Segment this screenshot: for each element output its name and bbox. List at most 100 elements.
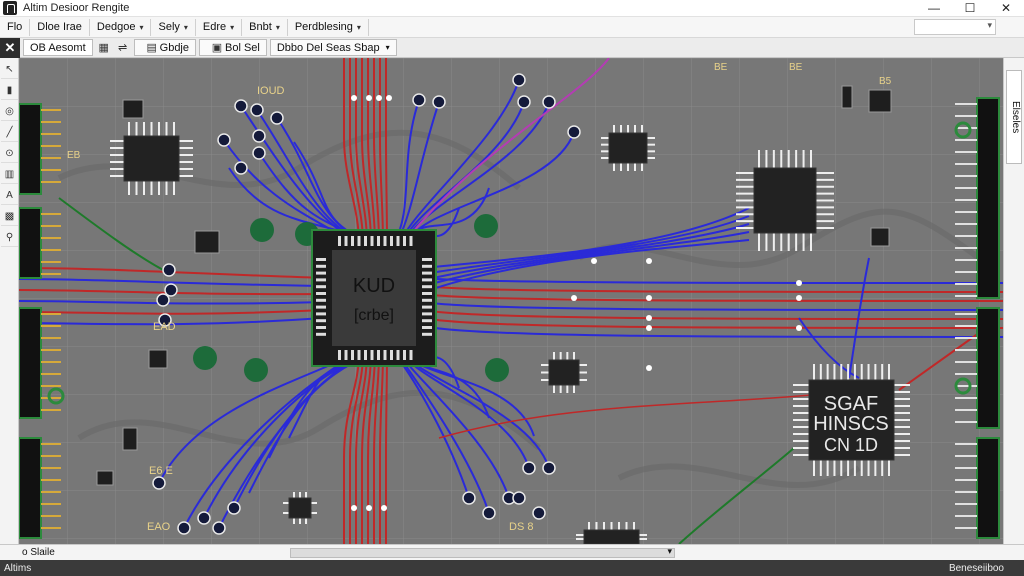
- via: [482, 506, 496, 520]
- left-tool-panel: ↖ ▮ ◎ ╱ ⊙ ▥ A ▩ ⚲: [0, 58, 19, 544]
- menu-edit[interactable]: Edre▾: [196, 18, 243, 36]
- right-connector: [976, 437, 1000, 539]
- cpu-pin: [316, 312, 326, 316]
- pcb-trace: [798, 317, 860, 379]
- layer-tabs-row: o Slaile: [0, 544, 1024, 560]
- ruler-tool-icon[interactable]: ▮: [1, 82, 18, 100]
- pcb-trace: [19, 317, 325, 326]
- cpu-pin: [357, 236, 361, 246]
- via: [432, 95, 446, 109]
- via-pad: [381, 505, 387, 511]
- tab-select[interactable]: ▣Bol Sel: [199, 39, 267, 56]
- properties-panel-tab[interactable]: Elseles: [1006, 70, 1022, 164]
- layers-icon: ▤: [146, 42, 157, 54]
- menu-label: Dedgoe: [96, 20, 136, 33]
- mounting-pad: [193, 346, 217, 370]
- via-tool-icon[interactable]: ⊙: [1, 145, 18, 163]
- pad-tool-icon[interactable]: ◎: [1, 103, 18, 121]
- menu-label: Dloe Irae: [37, 20, 82, 33]
- via: [462, 491, 476, 505]
- pcb-trace: [423, 231, 750, 287]
- left-connector: [19, 207, 42, 279]
- component-tool-icon[interactable]: ▥: [1, 166, 18, 184]
- menu-file[interactable]: Flo: [0, 18, 31, 36]
- via-pad: [351, 95, 357, 101]
- via: [517, 95, 531, 109]
- cpu-pin: [383, 236, 387, 246]
- track-tool-icon[interactable]: ╱: [1, 124, 18, 142]
- ic-body: [123, 135, 180, 182]
- cpu-pin: [316, 305, 326, 309]
- pcb-trace: [399, 79, 520, 244]
- via: [250, 103, 264, 117]
- route-icon[interactable]: ⇌: [118, 42, 128, 54]
- window-controls: — ☐ ✕: [916, 0, 1024, 16]
- pcb-trace: [423, 301, 1003, 311]
- via-pad: [366, 505, 372, 511]
- cpu-pin: [422, 332, 432, 336]
- cpu-pin: [316, 278, 326, 282]
- menu-preferences[interactable]: Perdblesing▾: [288, 18, 369, 36]
- layer-label[interactable]: o Slaile: [22, 547, 55, 558]
- horizontal-scrollbar[interactable]: [290, 546, 675, 558]
- menu-label: Flo: [7, 20, 23, 33]
- cpu-pin: [422, 278, 432, 282]
- tab-label: Gbdje: [159, 41, 189, 54]
- close-document-button[interactable]: ✕: [0, 37, 20, 58]
- ic-body: [548, 359, 580, 386]
- pcb-trace: [423, 207, 750, 269]
- via-pad: [591, 258, 597, 264]
- cpu-pin: [422, 326, 432, 329]
- via: [512, 491, 526, 505]
- tab-pcb-document[interactable]: OB Aesomt: [23, 39, 93, 56]
- menu-bar: Flo Dloe Irae Dedgoe▾ Sely▾ Edre▾ Bnbt▾ …: [0, 17, 1024, 38]
- smd-component: [122, 427, 138, 451]
- pcb-trace: [678, 447, 795, 544]
- cpu-pin: [377, 236, 380, 246]
- menu-design[interactable]: Dedgoe▾: [90, 18, 152, 36]
- text-tool-icon[interactable]: A: [1, 187, 18, 205]
- mounting-pad: [474, 214, 498, 238]
- via-pad: [646, 258, 652, 264]
- ic-body: [288, 497, 312, 519]
- close-window-button[interactable]: ✕: [1000, 1, 1012, 15]
- pcb-trace: [403, 58, 610, 244]
- cpu-pin: [351, 350, 354, 360]
- via-pad: [796, 280, 802, 286]
- cpu-pin: [390, 350, 393, 360]
- chip-label-line2: HINSCS: [813, 413, 889, 435]
- via: [522, 461, 536, 475]
- maximize-button[interactable]: ☐: [964, 1, 976, 15]
- tab-grid[interactable]: ▤Gbdje: [133, 39, 196, 56]
- right-connector: [976, 307, 1000, 429]
- ref-label: DS 8: [509, 521, 533, 533]
- via: [567, 125, 581, 139]
- menu-route[interactable]: Bnbt▾: [242, 18, 288, 36]
- search-input[interactable]: [914, 19, 996, 35]
- right-connector: [976, 97, 1000, 299]
- cpu-pin: [396, 236, 400, 246]
- minimize-button[interactable]: —: [928, 1, 940, 15]
- menu-select[interactable]: Sely▾: [151, 18, 196, 36]
- via: [156, 293, 170, 307]
- cpu-pin: [338, 350, 341, 360]
- menu-edit-view[interactable]: Dloe Irae: [30, 18, 90, 36]
- inspect-tool-icon[interactable]: ⚲: [1, 229, 18, 247]
- tab-layer-set[interactable]: Dbbo Del Seas Sbap▾: [269, 39, 397, 56]
- via-pad: [646, 365, 652, 371]
- cpu-pin: [422, 319, 432, 323]
- grid-icon[interactable]: ▦: [98, 42, 109, 54]
- via: [512, 73, 526, 87]
- pointer-tool-icon[interactable]: ↖: [1, 61, 18, 79]
- via-pad: [796, 295, 802, 301]
- cpu-pin: [351, 236, 354, 246]
- via: [177, 521, 191, 535]
- left-connector: [19, 103, 42, 195]
- fill-tool-icon[interactable]: ▩: [1, 208, 18, 226]
- chevron-down-icon: ▾: [275, 22, 280, 32]
- chevron-down-icon: ▾: [356, 22, 361, 32]
- cpu-pin: [396, 350, 400, 360]
- cpu-pin: [344, 236, 348, 246]
